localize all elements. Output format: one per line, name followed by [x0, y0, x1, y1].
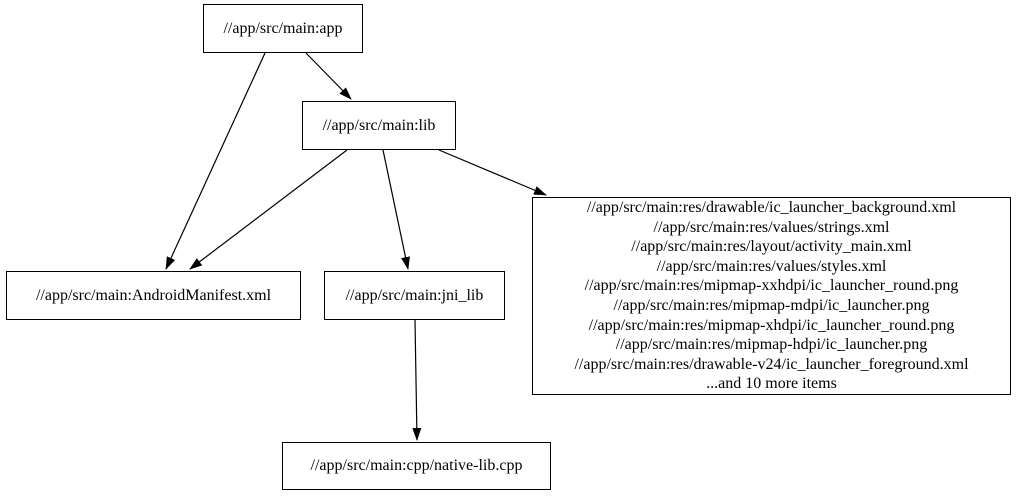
- edge-app-to-manifest: [165, 52, 266, 270]
- resource-item: //app/src/main:res/layout/activity_main.…: [631, 238, 912, 256]
- resource-item: //app/src/main:res/mipmap-xhdpi/ic_launc…: [588, 316, 955, 334]
- resource-item: //app/src/main:res/mipmap-hdpi/ic_launch…: [615, 336, 928, 354]
- resource-item: //app/src/main:res/values/styles.xml: [656, 257, 887, 275]
- node-resources-group: //app/src/main:res/drawable/ic_launcher_…: [532, 197, 1011, 395]
- node-lib-target: //app/src/main:lib: [302, 101, 456, 150]
- resource-item: //app/src/main:res/mipmap-xxhdpi/ic_laun…: [584, 277, 959, 295]
- node-android-manifest: //app/src/main:AndroidManifest.xml: [6, 271, 301, 320]
- edge-app-to-lib: [305, 52, 352, 100]
- resource-item: //app/src/main:res/values/strings.xml: [653, 218, 890, 236]
- edge-lib-to-jni-lib: [382, 149, 410, 270]
- edge-lib-to-manifest: [189, 149, 348, 270]
- node-native-lib-cpp: //app/src/main:cpp/native-lib.cpp: [282, 442, 551, 490]
- resource-item: //app/src/main:res/drawable/ic_launcher_…: [586, 199, 957, 217]
- resource-item: //app/src/main:res/drawable-v24/ic_launc…: [574, 355, 969, 373]
- resource-item: //app/src/main:res/mipmap-mdpi/ic_launch…: [613, 297, 930, 314]
- edge-lib-to-resources: [438, 149, 547, 196]
- node-jni-lib: //app/src/main:jni_lib: [324, 271, 505, 320]
- node-app-target: //app/src/main:app: [203, 4, 363, 53]
- edge-jni-lib-to-native-lib: [412, 319, 422, 441]
- resource-more-items: ...and 10 more items: [706, 375, 837, 393]
